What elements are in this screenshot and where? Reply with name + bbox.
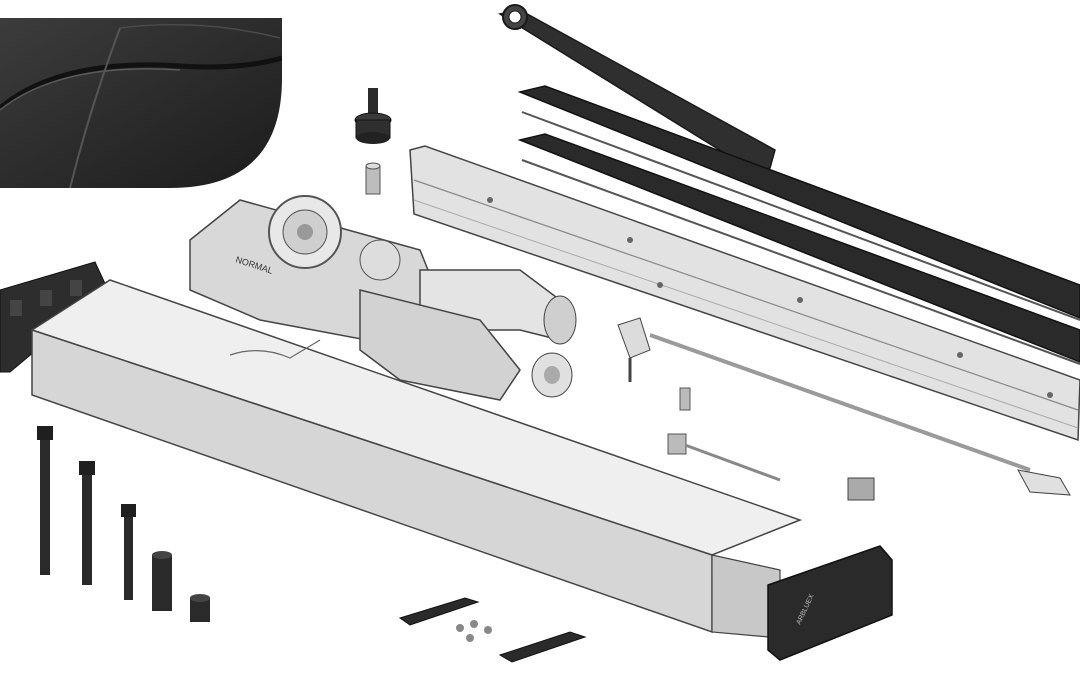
short-spacer: [190, 594, 210, 622]
main-cover-housing: [30, 279, 803, 639]
guide-shoe-left: [398, 597, 480, 626]
clip-bracket: [847, 477, 875, 501]
short-bolt: [121, 504, 136, 600]
spindle-adapter: [365, 162, 381, 195]
sensor-module: [679, 387, 691, 411]
small-screws: [456, 620, 492, 642]
drive-spindle: [354, 88, 392, 144]
end-cap-detail-photo: [0, 18, 282, 188]
right-end-cap: ARBLUEX: [767, 545, 893, 661]
mounting-back-plate: [409, 145, 1080, 442]
connector-cable: [667, 433, 781, 482]
slide-channel-rail: [517, 85, 1080, 365]
long-bolt: [37, 426, 53, 575]
operating-arm: [497, 4, 776, 171]
long-spacer: [152, 551, 172, 611]
guide-shoe-right: [498, 631, 587, 663]
medium-bolt: [79, 461, 95, 585]
power-cable: [617, 317, 1071, 496]
motor-gearbox-unit: NORMAL: [189, 195, 577, 401]
